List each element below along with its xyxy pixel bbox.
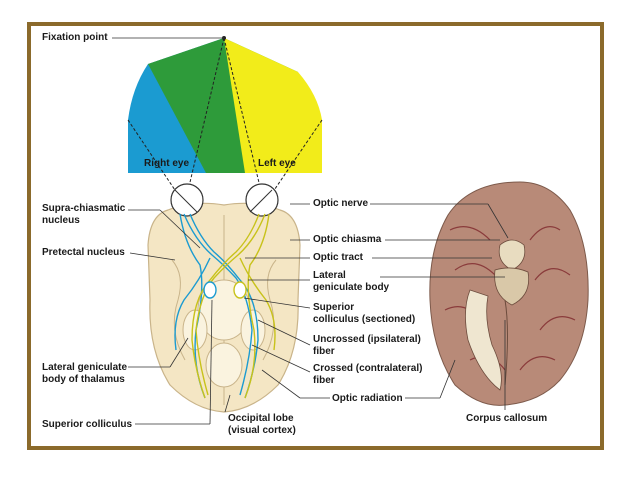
lgn-left	[233, 281, 247, 299]
label-left-eye: Left eye	[258, 158, 296, 169]
visual-field	[127, 36, 323, 206]
label-right-eye: Right eye	[144, 158, 190, 169]
label-occipital-lobe: Occipital lobe	[228, 413, 294, 424]
label-pretectal-nucleus: Pretectal nucleus	[42, 247, 125, 258]
label-lateral-geniculate-body: Lateral	[313, 270, 346, 281]
label-superior-colliculus-sectioned-2: colliculus (sectioned)	[313, 314, 416, 325]
label-superior-colliculus-sectioned: Superior	[313, 302, 355, 313]
brain-section	[147, 202, 301, 413]
label-superior-colliculus: Superior colliculus	[42, 419, 133, 430]
leader-lines	[112, 37, 509, 425]
lgn-right	[203, 281, 217, 299]
label-optic-nerve: Optic nerve	[313, 198, 369, 209]
label-supra-chiasmatic: Supra-chiasmatic	[42, 203, 126, 214]
label-lateral-geniculate-thalamus-2: body of thalamus	[42, 374, 125, 385]
label-optic-tract: Optic tract	[313, 252, 364, 263]
label-uncrossed-fiber-2: fiber	[313, 346, 335, 357]
label-optic-chiasma: Optic chiasma	[313, 234, 382, 245]
label-lateral-geniculate-body-2: geniculate body	[313, 282, 390, 293]
label-crossed-fiber: Crossed (contralateral)	[313, 363, 423, 374]
label-fixation-point: Fixation point	[42, 32, 108, 43]
brain-specimen-photo	[429, 181, 589, 406]
label-lateral-geniculate-thalamus: Lateral geniculate	[42, 362, 128, 373]
yellow-field-sector	[224, 38, 322, 173]
label-supra-chiasmatic-nucleus: nucleus	[42, 215, 80, 226]
label-optic-radiation: Optic radiation	[332, 393, 403, 404]
label-uncrossed-fiber: Uncrossed (ipsilateral)	[313, 334, 421, 345]
optic-pathway	[174, 213, 276, 399]
label-occipital-lobe-2: (visual cortex)	[228, 425, 296, 436]
eyes	[170, 183, 279, 217]
label-corpus-callosum: Corpus callosum	[466, 413, 548, 424]
right-eye-globe	[170, 183, 204, 217]
label-crossed-fiber-2: fiber	[313, 375, 335, 386]
